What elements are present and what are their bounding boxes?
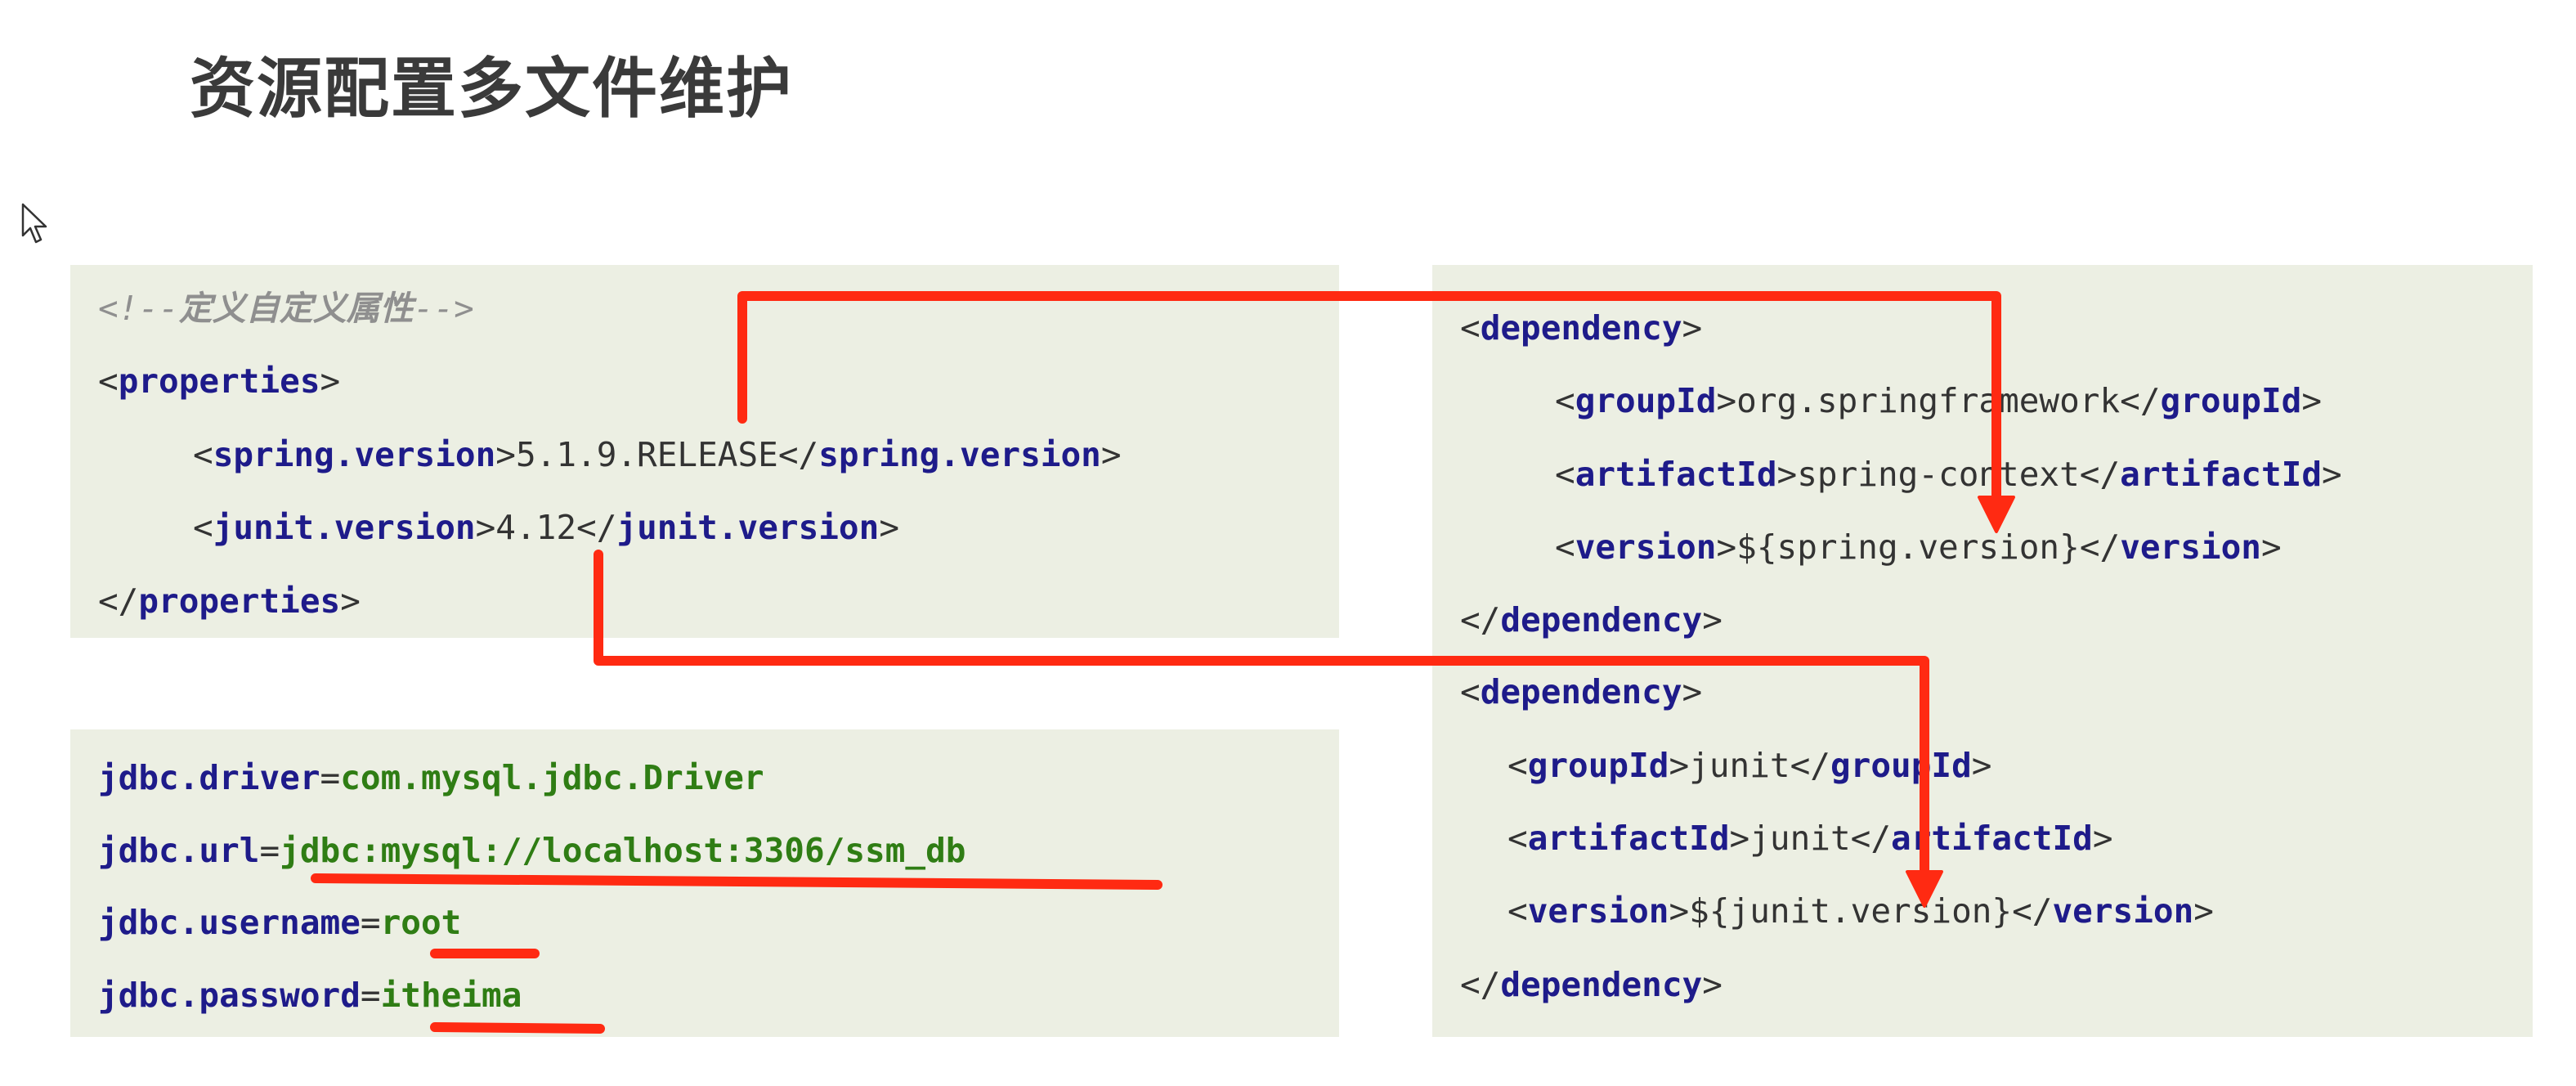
jdbc-username-value: root [380,903,462,942]
page-title: 资源配置多文件维护 [190,51,793,127]
jdbc-username-line: jdbc.username=root [98,903,462,942]
spring-version-line: <spring.version>5.1.9.RELEASE</spring.ve… [193,435,1122,474]
spring-version-ref: ${spring.version} [1736,527,2080,567]
properties-code-panel: <!--定义自定义属性--> <properties> <spring.vers… [70,265,1339,638]
junit-groupid-value: junit [1689,746,1790,785]
spring-artifactid-value: spring-context [1797,455,2080,494]
junit-version-value: 4.12 [495,508,577,547]
properties-close-line: </properties> [98,581,361,621]
junit-version-ref: ${junit.version} [1689,891,2013,931]
jdbc-driver-line: jdbc.driver=com.mysql.jdbc.Driver [98,758,764,797]
junit-groupid-line: <groupId>junit</groupId> [1508,746,1992,785]
junit-artifactid-line: <artifactId>junit</artifactId> [1508,819,2113,858]
jdbc-url-value: jdbc:mysql://localhost:3306/ssm_db [280,831,966,870]
jdbc-password-line: jdbc.password=itheima [98,976,522,1015]
properties-comment-line: <!--定义自定义属性--> [98,289,474,328]
spring-groupid-value: org.springframework [1736,381,2121,420]
spring-version-value: 5.1.9.RELEASE [515,435,778,474]
junit-version-ref-line: <version>${junit.version}</version> [1508,891,2214,931]
properties-open-line: <properties> [98,361,341,401]
junit-artifactid-value: junit [1749,819,1851,858]
dependency-code-panel: <dependency> <groupId>org.springframewor… [1432,265,2533,1037]
junit-dependency-close-line: </dependency> [1460,965,1723,1004]
spring-groupid-line: <groupId>org.springframework</groupId> [1555,381,2323,420]
jdbc-properties-panel: jdbc.driver=com.mysql.jdbc.Driver jdbc.u… [70,729,1339,1037]
jdbc-url-line: jdbc.url=jdbc:mysql://localhost:3306/ssm… [98,831,966,870]
spring-dependency-open-line: <dependency> [1460,308,1703,348]
spring-artifactid-line: <artifactId>spring-context</artifactId> [1555,455,2342,494]
mouse-cursor-icon [21,203,47,244]
spring-version-ref-line: <version>${spring.version}</version> [1555,527,2282,567]
spring-dependency-close-line: </dependency> [1460,600,1723,639]
jdbc-driver-value: com.mysql.jdbc.Driver [340,758,764,797]
jdbc-password-value: itheima [380,976,522,1015]
junit-dependency-open-line: <dependency> [1460,672,1703,711]
junit-version-line: <junit.version>4.12</junit.version> [193,508,899,547]
